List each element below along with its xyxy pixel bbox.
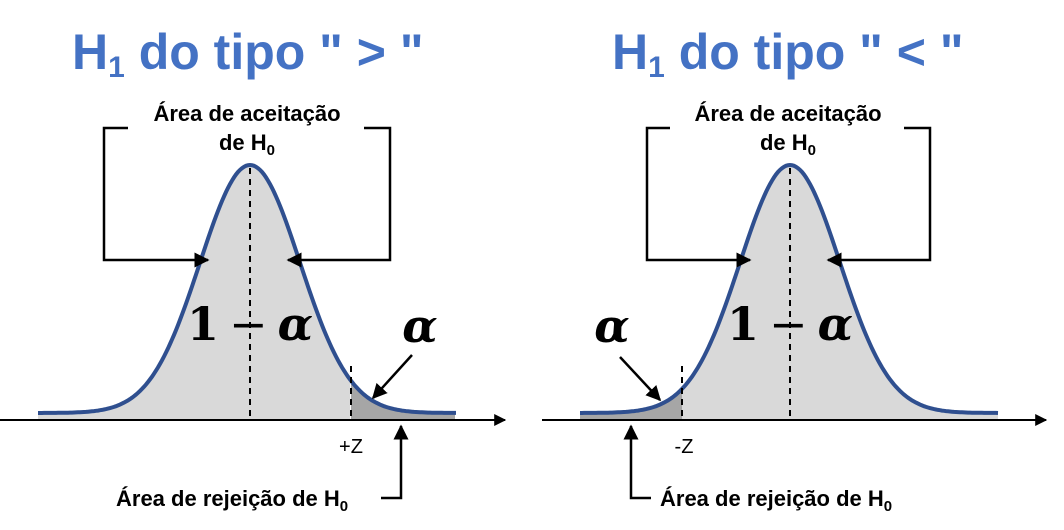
right-acceptance-label-line1: Área de aceitação [694, 101, 881, 126]
right-rejection-arrow [623, 424, 651, 500]
left-alpha-label: α [402, 299, 437, 353]
right-bracket-right [826, 126, 932, 268]
right-title-h: H [612, 24, 649, 80]
left-normal-curve [38, 162, 456, 415]
left-title-rest: do tipo " > " [124, 24, 424, 80]
left-panel: Área de aceitação de H0 1−α α +Z Área de… [0, 101, 507, 515]
right-alpha-arrow [619, 356, 662, 402]
right-panel: Área de aceitação de H0 1−α α -Z Área de… [542, 101, 1048, 515]
left-center-label: 1−α [187, 297, 313, 351]
right-title-sub: 1 [648, 51, 665, 84]
left-rejection-area [351, 380, 455, 420]
left-acceptance-label-line2: de H0 [219, 130, 275, 159]
left-title-sub: 1 [108, 51, 125, 84]
right-normal-curve [580, 162, 999, 415]
right-bracket-left [645, 126, 752, 268]
left-z-label: +Z [339, 436, 363, 458]
left-rejection-label: Área de rejeição de H0 [116, 486, 348, 515]
left-rejection-arrow [381, 424, 409, 500]
left-alpha-arrow [371, 354, 413, 400]
right-rejection-label: Área de rejeição de H0 [660, 486, 892, 515]
left-title: H1 do tipo " > " [72, 16, 424, 88]
left-acceptance-label-line1: Área de aceitação [153, 101, 340, 126]
left-acceptance-area [38, 165, 350, 420]
left-title-h: H [72, 24, 109, 80]
right-rejection-area [580, 388, 682, 420]
right-z-label: -Z [675, 436, 694, 458]
left-bracket-right [286, 126, 392, 268]
right-center-label: 1−α [727, 297, 853, 351]
left-bracket-left [102, 126, 210, 268]
right-acceptance-label-line2: de H0 [760, 130, 816, 159]
right-acceptance-area [682, 165, 998, 420]
right-title-rest: do tipo " < " [664, 24, 964, 80]
right-title: H1 do tipo " < " [612, 16, 964, 88]
right-alpha-label: α [594, 299, 629, 353]
